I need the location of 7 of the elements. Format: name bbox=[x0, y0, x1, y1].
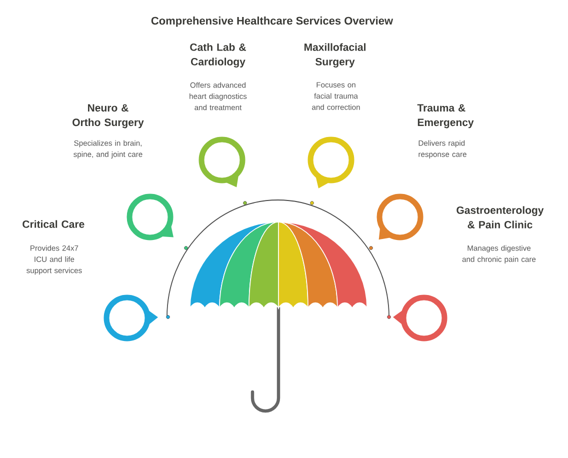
heading: Critical Care bbox=[22, 220, 84, 228]
heading: Cath Lab & Cardiology bbox=[190, 43, 246, 68]
heading: Neuro & Ortho Surgery bbox=[72, 104, 144, 128]
heading: Gastroenterology & Pain Clinic bbox=[456, 206, 544, 228]
heading: Trauma & Emergency bbox=[417, 104, 474, 128]
heading: Maxillofacial Surgery bbox=[304, 43, 366, 68]
title: Comprehensive Healthcare Services Overview bbox=[151, 16, 394, 27]
